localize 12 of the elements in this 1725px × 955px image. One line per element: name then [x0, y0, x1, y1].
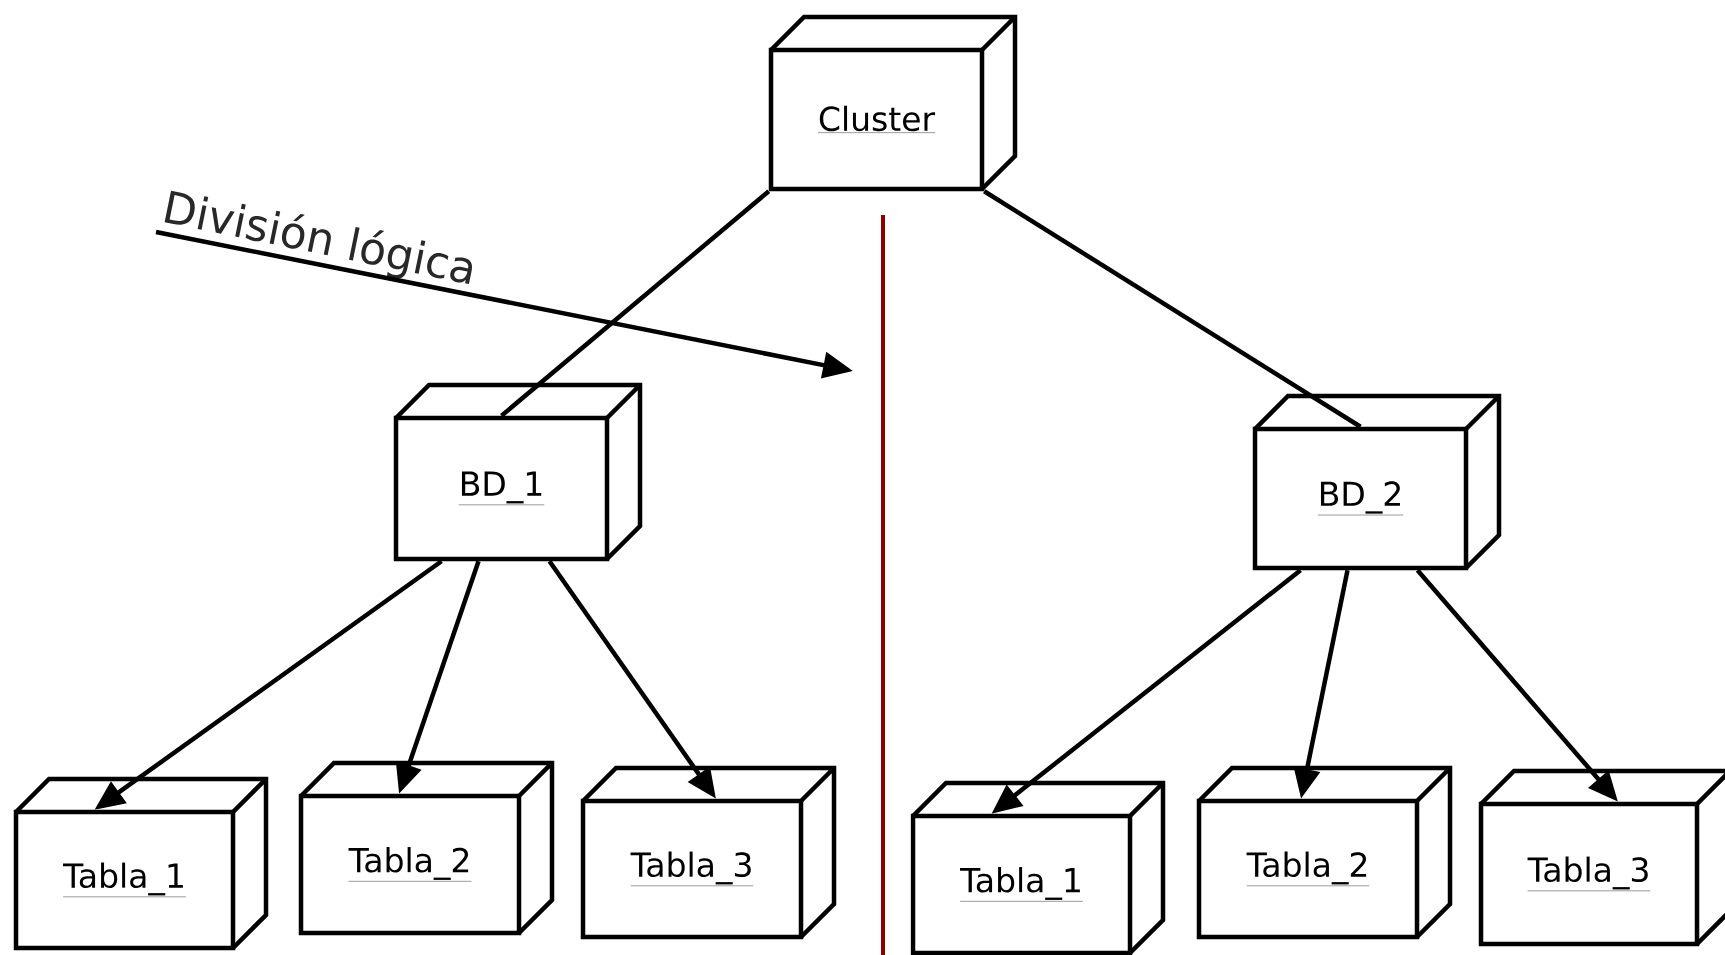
cube-box: BD_2 [1252, 393, 1502, 571]
connector-line [983, 189, 1362, 429]
cube-box: Tabla_3 [580, 765, 837, 940]
cube-box: BD_1 [393, 382, 643, 562]
connector-line [500, 189, 771, 418]
cube-box: Cluster [768, 14, 1018, 192]
cube-box: Tabla_3 [1478, 768, 1725, 947]
cube-box: Tabla_2 [298, 760, 555, 936]
cube-box: Tabla_1 [910, 780, 1166, 955]
cube-box: Tabla_2 [1196, 765, 1453, 940]
annotation-text: División lógica [164, 190, 473, 285]
cube-box: Tabla_1 [13, 776, 269, 951]
